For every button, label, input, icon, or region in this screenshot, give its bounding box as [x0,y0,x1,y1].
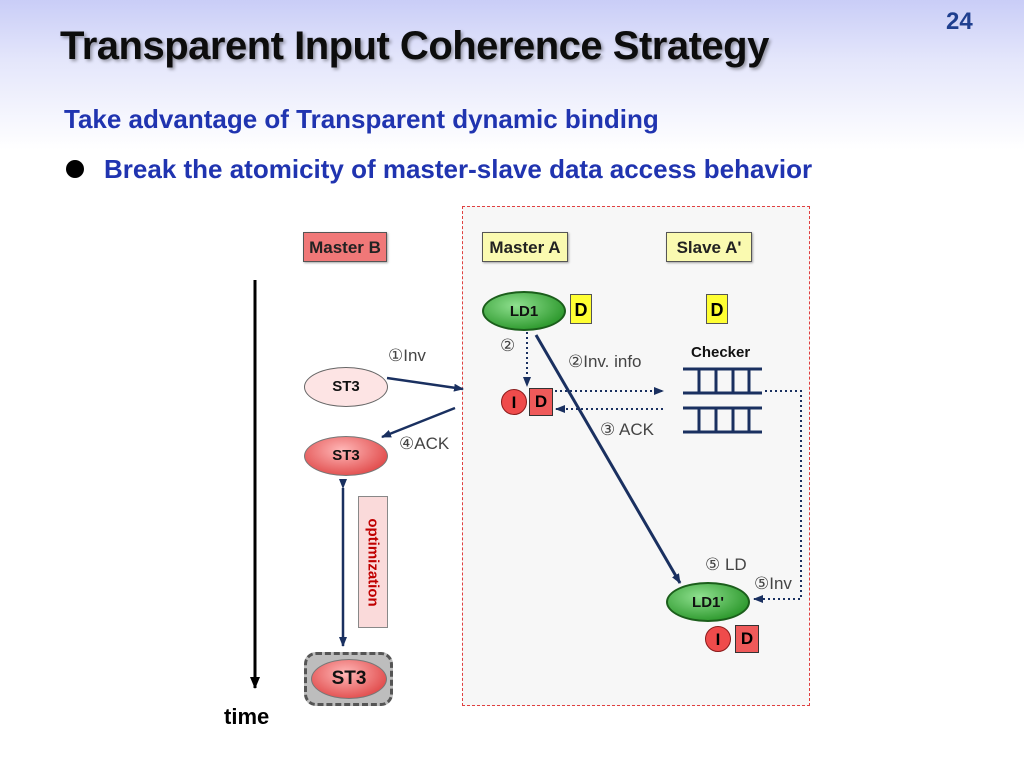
inv5-dotted-arrow [753,390,802,603]
inv-1-label: ①Inv [388,346,426,365]
slave-a-header: Slave A' [666,232,752,262]
coherence-region [462,206,810,706]
step-2-label: ② [500,336,516,355]
optimization-box: optimization [358,496,388,628]
st3-node-ack: ST3 [304,436,388,476]
ld-5-label: ⑤ LD [705,555,747,574]
master-a-d-marker: D [570,294,592,324]
master-b-header: Master B [303,232,387,262]
slide-title: Transparent Input Coherence Strategy [60,24,769,68]
ack-3-label: ③ ACK [600,420,654,439]
ack-arrow [381,406,456,439]
st3-node-initial: ST3 [304,367,388,407]
slave-a-d-marker: D [706,294,728,324]
ack-4-label: ④ACK [399,434,450,453]
ld-arrow [534,334,682,584]
slide-number: 24 [946,8,973,35]
checker-label: Checker [691,344,751,361]
inv-arrow [386,376,464,392]
master-a-d-red-marker: D [529,388,553,416]
master-a-i-marker: I [501,389,527,415]
optimization-label: optimization [364,517,382,607]
master-a-header: Master A [482,232,568,262]
ld1-node: LD1 [482,291,566,331]
slide-subtitle: Take advantage of Transparent dynamic bi… [64,104,659,134]
time-label: time [224,704,270,729]
checker-icon [683,367,762,434]
bullet-icon [66,160,84,178]
slave-a-d-red-marker: D [735,625,759,653]
st3-node-optimized: ST3 [311,659,387,699]
inv-info-2-label: ②Inv. info [568,352,642,371]
slave-a-i-marker: I [705,626,731,652]
ld1-prime-node: LD1' [666,582,750,622]
bullet-text: Break the atomicity of master-slave data… [104,154,813,184]
inv-5-label: ⑤Inv [754,574,792,593]
